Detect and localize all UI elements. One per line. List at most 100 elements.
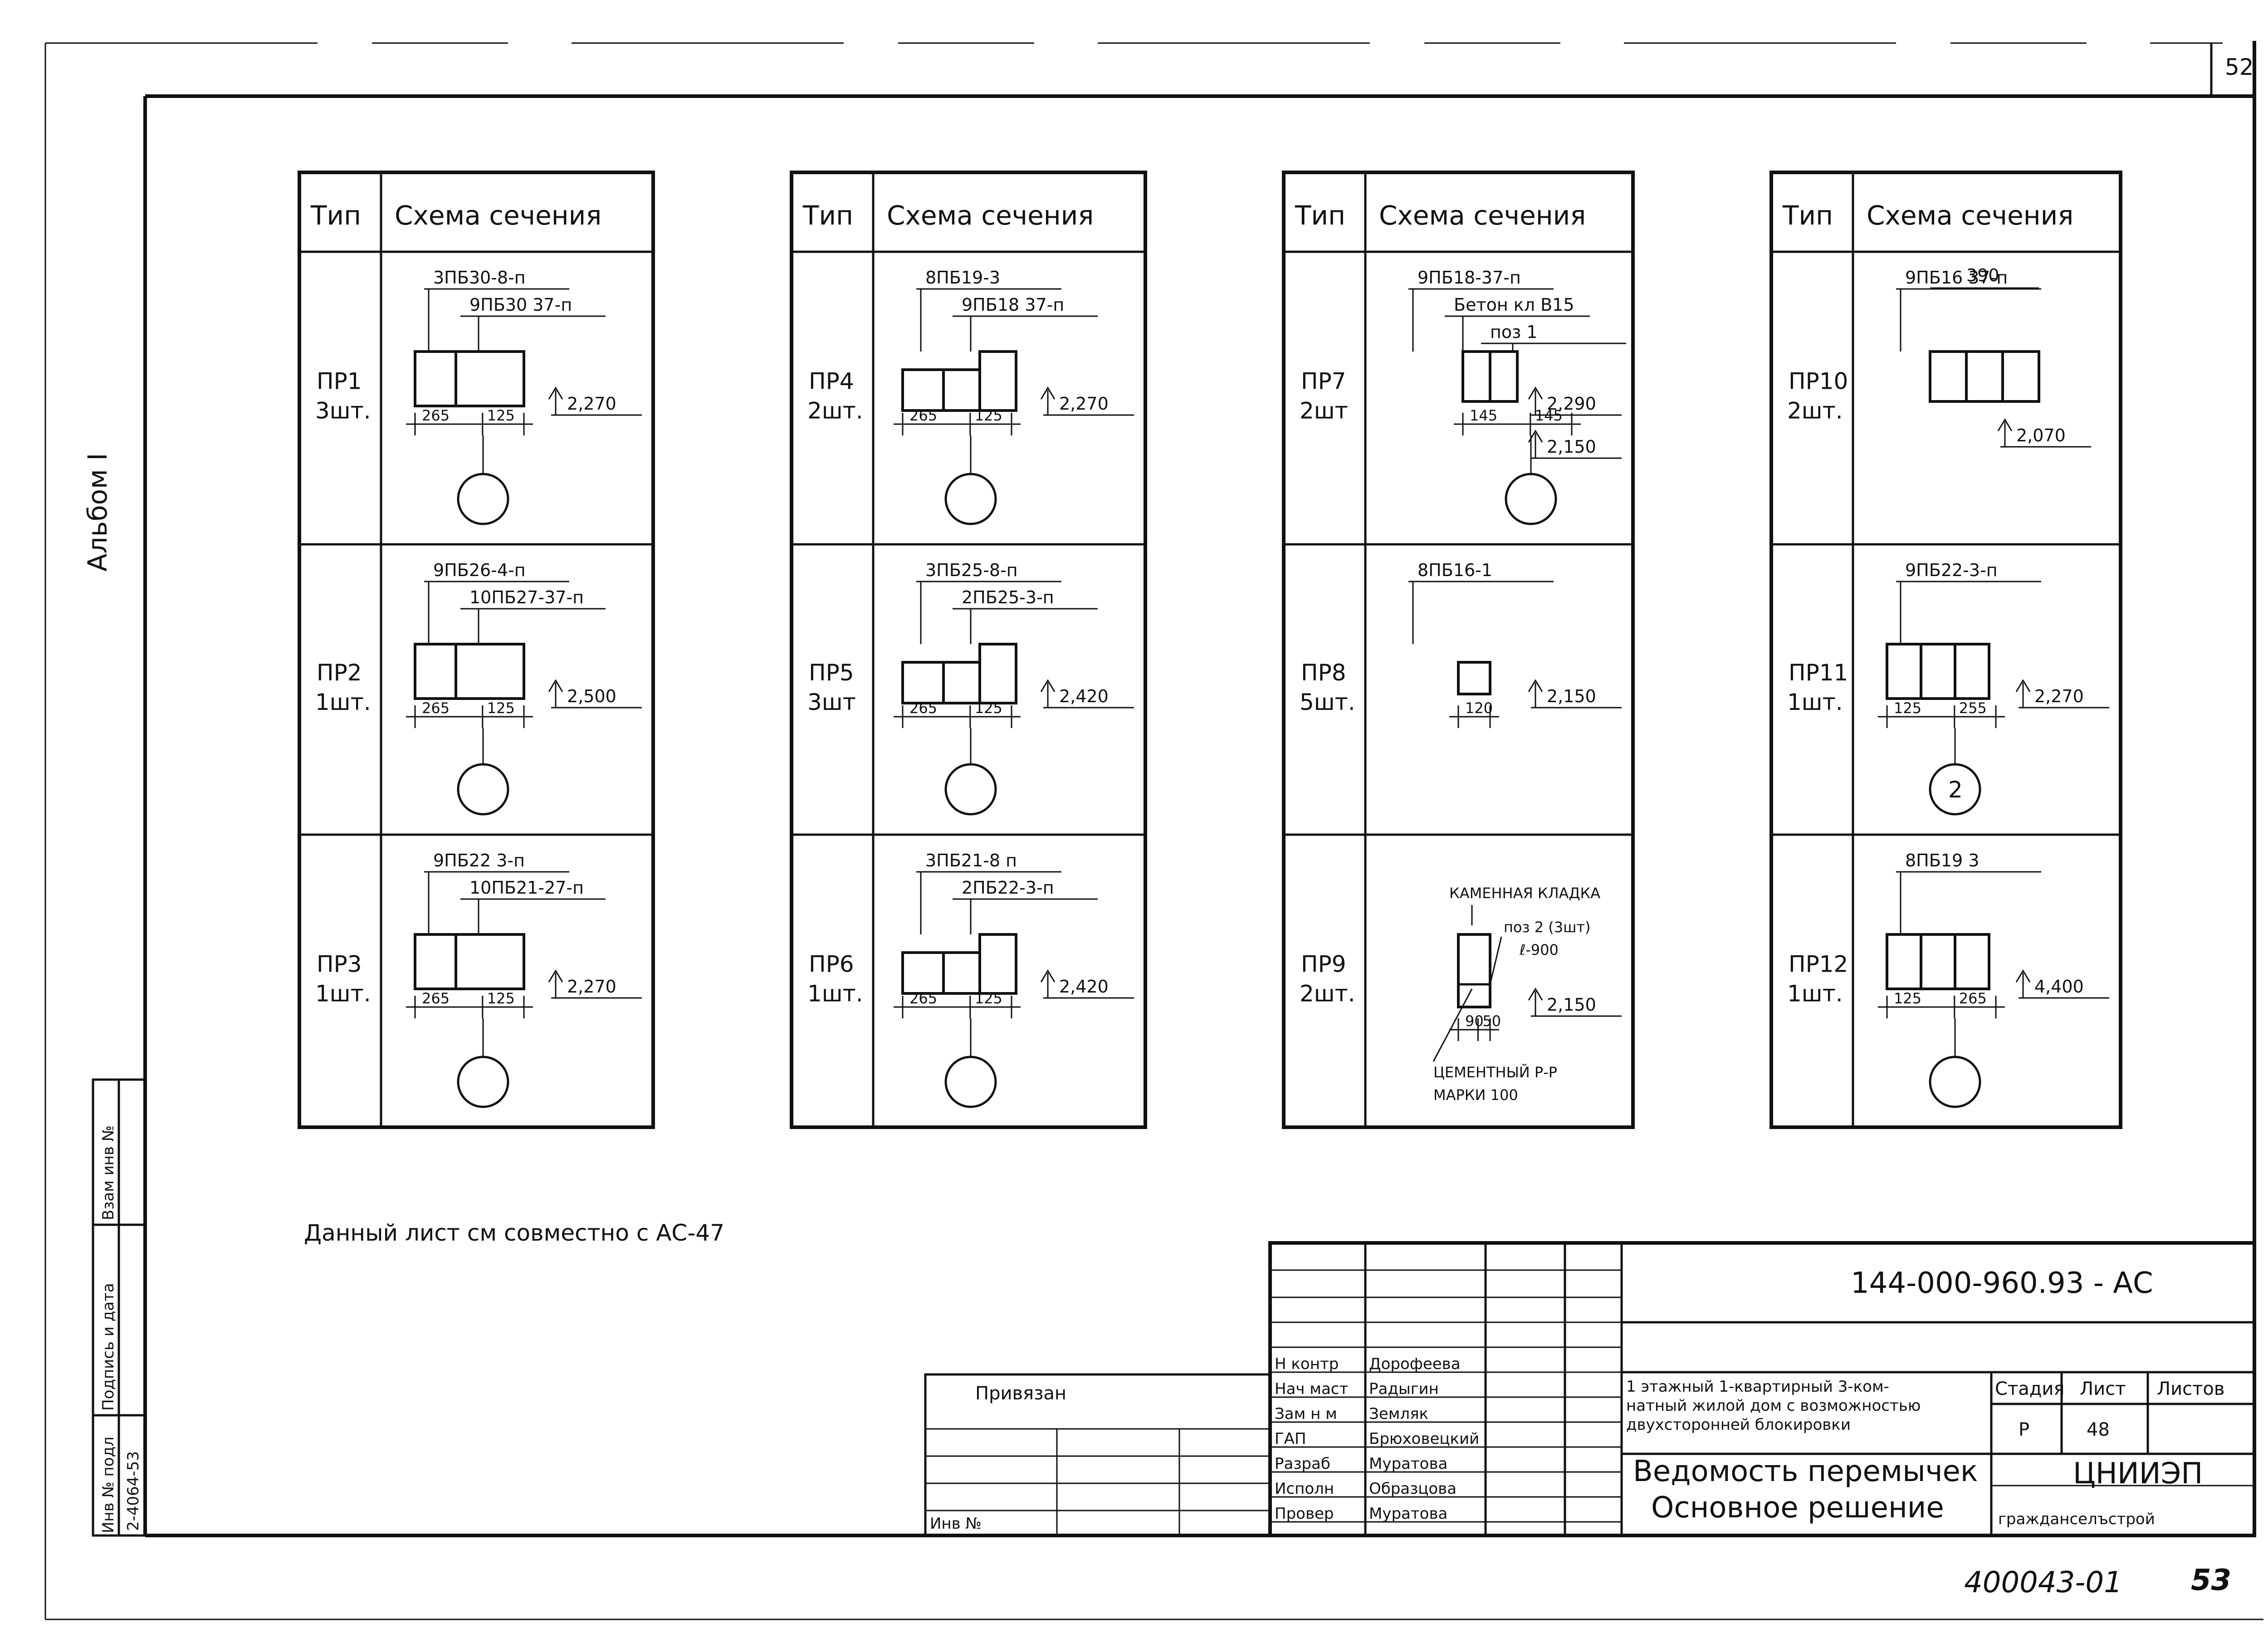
sheet-title-1: Ведомость перемычек: [1633, 1455, 1978, 1488]
dimension-value: 125: [487, 699, 515, 717]
beam-block: [1954, 933, 1990, 990]
header-scheme: Схема сечения: [1867, 200, 2073, 231]
masonry-section: [1457, 933, 1491, 1008]
mortar-grade-label: МАРКИ 100: [1433, 1086, 1518, 1104]
beam-mark-label: поз 1: [1490, 322, 1538, 342]
sheet-note: Данный лист см совместно с АС-47: [304, 1220, 724, 1246]
page-number-top: 52: [2225, 54, 2254, 80]
title-block: [924, 1241, 2256, 1537]
beam-mark-label: 8ПБ19 3: [1905, 851, 1979, 870]
doc-code: 144-000-960.93 - АС: [1851, 1266, 2153, 1300]
side-stamp-inv-orig: Инв № подл: [99, 1437, 117, 1533]
sheets-label: Листов: [2157, 1379, 2224, 1399]
table-border: [298, 171, 655, 1129]
beam-type-id: ПР8: [1301, 660, 1346, 686]
beam-quantity: 1шт.: [807, 981, 863, 1007]
beam-block: [978, 933, 1017, 995]
beam-type-id: ПР11: [1789, 660, 1848, 686]
reference-circle-label: 2: [1948, 777, 1963, 803]
beam-block: [942, 368, 981, 412]
beam-block: [1965, 350, 2004, 403]
beam-quantity: 1шт.: [315, 689, 371, 715]
elevation-arrow: [1040, 386, 1056, 400]
elevation-value: 2,150: [1547, 686, 1596, 706]
org-subtitle: гражданселъстрой: [1998, 1510, 2155, 1528]
dimension-value: 125: [975, 407, 1002, 424]
stamp-role: Нач маст: [1275, 1380, 1348, 1398]
beam-block: [942, 661, 981, 704]
album-label: Альбом I: [82, 453, 113, 572]
elevation-value: 2,270: [2034, 686, 2084, 706]
elevation-arrow: [1528, 386, 1543, 400]
rebar-length-label: ℓ-900: [1519, 941, 1559, 958]
beam-block: [414, 643, 457, 700]
stamp-name: Земляк: [1369, 1405, 1428, 1423]
dimension-value: 90: [1465, 1012, 1484, 1030]
dimension-value: 265: [422, 699, 450, 717]
elevation-arrow: [548, 386, 563, 400]
dimension-value: 125: [487, 990, 515, 1007]
beam-mark-label: 2ПБ25-3-п: [962, 587, 1054, 607]
beam-quantity: 3шт: [807, 689, 856, 715]
sheet-title-2: Основное решение: [1651, 1491, 1944, 1525]
beam-block: [1920, 643, 1956, 700]
stamp-role: Разраб: [1275, 1455, 1330, 1473]
beam-quantity: 1шт.: [1787, 981, 1843, 1007]
elevation-arrow: [2015, 969, 2031, 983]
elevation-arrow: [548, 969, 563, 983]
table-border: [1282, 171, 1635, 1129]
masonry-label: КАМЕННАЯ КЛАДКА: [1449, 885, 1600, 902]
reference-circle: [944, 1056, 997, 1108]
header-scheme: Схема сечения: [395, 200, 601, 231]
stamp-name: Муратова: [1369, 1505, 1447, 1523]
side-stamp-sign-date: Подпись и дата: [99, 1283, 117, 1411]
reference-circle: [1929, 763, 1981, 816]
elevation-arrow: [1040, 969, 1056, 983]
beam-mark-label: 3ПБ25-8-п: [925, 560, 1018, 580]
beam-mark-label: 9ПБ18 37-п: [962, 295, 1064, 315]
elevation-value: 2,420: [1059, 686, 1109, 706]
beam-type-id: ПР10: [1789, 368, 1848, 395]
beam-block: [1929, 350, 1968, 403]
stamp-name: Радыгин: [1369, 1380, 1439, 1398]
beam-mark-label: 10ПБ27-37-п: [469, 587, 584, 607]
dimension-value: 265: [1959, 990, 1987, 1007]
elevation-arrow: [548, 679, 563, 692]
header-type: Тип: [1295, 200, 1345, 231]
beam-mark-label: 9ПБ26-4-п: [433, 560, 526, 580]
dimension-value: 265: [909, 407, 937, 424]
dimension-value: 390: [1966, 265, 1999, 285]
mortar-label: ЦЕМЕНТНЫЙ Р-Р: [1433, 1064, 1557, 1081]
mark-leader: [1489, 936, 1502, 985]
beam-block: [2001, 350, 2040, 403]
table-border: [1769, 171, 2122, 1129]
beam-block: [978, 350, 1017, 412]
elevation-value: 2,500: [567, 686, 616, 706]
dimension-value: 145: [1470, 407, 1497, 424]
beam-type-id: ПР1: [317, 368, 362, 395]
bottom-number: 400043-01: [1964, 1566, 2122, 1599]
header-type: Тип: [310, 200, 361, 231]
side-stamp: [92, 1078, 147, 1537]
inv-no-label: Инв №: [930, 1515, 982, 1533]
stage-label: Стадия: [1995, 1379, 2064, 1399]
beam-block: [1489, 350, 1519, 403]
beam-type-id: ПР2: [317, 660, 362, 686]
stamp-role: Зам н м: [1275, 1405, 1337, 1423]
header-scheme: Схема сечения: [1379, 200, 1586, 231]
beam-block: [901, 661, 945, 704]
elevation-value: 2,270: [567, 977, 616, 997]
stamp-role: Исполн: [1275, 1480, 1334, 1498]
beam-block: [978, 643, 1017, 704]
header-type: Тип: [802, 200, 853, 231]
beam-quantity: 2шт: [1300, 398, 1348, 424]
reference-circle: [457, 1056, 509, 1108]
elevation-arrow: [2015, 679, 2031, 692]
beam-block: [455, 350, 525, 407]
stamp-role: ГАП: [1275, 1430, 1306, 1448]
beam-quantity: 1шт.: [1787, 689, 1843, 715]
beam-block: [1886, 643, 1922, 700]
